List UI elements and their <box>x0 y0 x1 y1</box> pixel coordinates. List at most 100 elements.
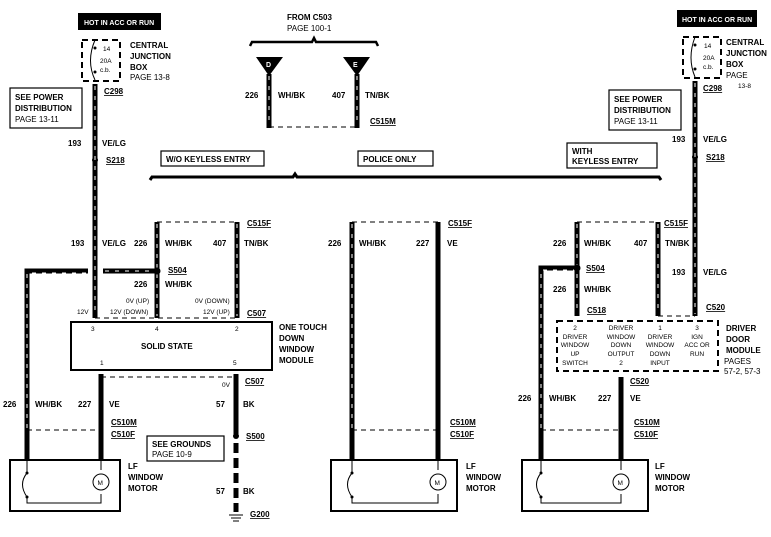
motor-symbol: M <box>435 480 440 487</box>
option-labels: W/O KEYLESS ENTRY POLICE ONLY WITH KEYLE… <box>148 142 663 181</box>
junction-box-label: BOX <box>130 63 148 72</box>
motor-name: MOTOR <box>655 484 685 493</box>
pin-number: 4 <box>155 326 159 333</box>
junction-box-label: JUNCTION <box>726 49 767 58</box>
module-name: MODULE <box>726 346 761 355</box>
wire-circuit: 226 <box>328 239 342 248</box>
wire-color: WH/BK <box>278 91 305 100</box>
switch-icon <box>347 472 353 498</box>
pin-desc: INPUT <box>650 360 670 367</box>
wire-circuit: 407 <box>332 91 346 100</box>
connector-c518: C518 <box>587 306 607 315</box>
fuse-type: c.b. <box>703 64 714 71</box>
module-pin-col-4: 3 IGN ACC OR RUN <box>684 325 710 358</box>
wire-circuit: 226 <box>134 239 148 248</box>
junction-box-label: BOX <box>726 60 744 69</box>
splice-s504: S504 <box>586 264 605 273</box>
connector-c520: C520 <box>706 303 726 312</box>
fuse-type: c.b. <box>100 67 111 74</box>
wire-color: BK <box>243 400 255 409</box>
module-pin-col-3: 1 DRIVER WINDOW DOWN INPUT <box>646 325 675 367</box>
wire-color: WH/BK <box>584 239 611 248</box>
power-note: SEE POWER <box>15 93 64 102</box>
wire-color: VE <box>447 239 458 248</box>
connector-c298: C298 <box>703 84 723 93</box>
connector-c515f: C515F <box>664 219 688 228</box>
fuse-icon <box>90 39 96 81</box>
wire-circuit: 407 <box>213 239 227 248</box>
junction-box-label: CENTRAL <box>130 41 168 50</box>
pin-desc: WINDOW <box>561 342 590 349</box>
power-note: SEE POWER <box>614 95 663 104</box>
wire-color: VE/LG <box>703 135 727 144</box>
wire-color: WH/BK <box>165 239 192 248</box>
motor-name: WINDOW <box>466 473 502 482</box>
pin-desc: DRIVER <box>563 334 588 341</box>
fuse-number: 14 <box>704 43 712 50</box>
wire-circuit: 227 <box>598 394 612 403</box>
ground-icon <box>229 514 243 522</box>
voltage-label: 12V <box>77 309 89 316</box>
pin-desc: OUTPUT <box>608 351 635 358</box>
connector-c515f: C515F <box>247 219 271 228</box>
hot-label: HOT IN ACC OR RUN <box>84 20 154 27</box>
wire-circuit: 407 <box>634 239 648 248</box>
junction-box-label: PAGE <box>726 71 748 80</box>
wire-circuit: 193 <box>68 139 82 148</box>
section-without-keyless: C515F 193 VE/LG 226 WH/BK 407 TN/BK S504… <box>3 84 327 522</box>
option-without-keyless: W/O KEYLESS ENTRY <box>166 155 251 164</box>
module-label: SOLID STATE <box>141 342 193 351</box>
hot-label: HOT IN ACC OR RUN <box>682 17 752 24</box>
wire-circuit: 193 <box>672 135 686 144</box>
wire-color: VE/LG <box>102 239 126 248</box>
ground-g200: G200 <box>250 510 270 519</box>
pin-number: 5 <box>233 360 237 367</box>
switch-icon <box>22 472 28 498</box>
pin-number: 3 <box>695 325 699 332</box>
power-note-box <box>608 89 682 131</box>
power-note: DISTRIBUTION <box>614 106 671 115</box>
wire-circuit: 227 <box>78 400 92 409</box>
wire-color: TN/BK <box>365 91 390 100</box>
option-with-keyless: KEYLESS ENTRY <box>572 157 639 166</box>
module-pin-col-1: 2 DRIVER WINDOW UP SWITCH <box>561 325 590 367</box>
one-touch-module <box>70 321 273 371</box>
pin-number: 3 <box>91 326 95 333</box>
motor-name: WINDOW <box>655 473 691 482</box>
wire-circuit: 226 <box>553 285 567 294</box>
voltage-label: 0V (UP) <box>126 298 149 305</box>
pin-desc: WINDOW <box>646 342 675 349</box>
grounds-note: SEE GROUNDS <box>152 440 212 449</box>
module-name: DOOR <box>726 335 750 344</box>
pin-d-icon <box>256 57 283 76</box>
splice-dot <box>153 267 161 275</box>
option-police-only: POLICE ONLY <box>363 155 417 164</box>
motor-name: WINDOW <box>128 473 164 482</box>
connector-c298: C298 <box>104 87 124 96</box>
pin-desc: 2 <box>619 360 623 367</box>
motor-icon <box>612 473 630 491</box>
grounds-note-page: PAGE 10-9 <box>152 450 192 459</box>
voltage-label: 12V (UP) <box>203 309 230 316</box>
pin-number: 2 <box>235 326 239 333</box>
module-name: DOWN <box>279 334 305 343</box>
power-note-box <box>9 87 83 129</box>
wire-circuit: 226 <box>553 239 567 248</box>
splice-dot <box>233 433 239 439</box>
motor-name: LF <box>466 462 476 471</box>
motor-symbol: M <box>98 480 103 487</box>
wire-color: WH/BK <box>549 394 576 403</box>
module-name: DRIVER <box>726 324 756 333</box>
wire-circuit: 57 <box>216 487 225 496</box>
motor-name: MOTOR <box>128 484 158 493</box>
module-pages: PAGES <box>724 357 751 366</box>
splice-dot <box>573 264 581 272</box>
pin-e: E <box>353 62 358 69</box>
left-power-source: HOT IN ACC OR RUN 14 20A c.b. CENTRAL JU… <box>9 13 171 165</box>
splice-s218: S218 <box>106 156 125 165</box>
wire-color: WH/BK <box>584 285 611 294</box>
hot-label-box <box>677 10 757 27</box>
pin-desc: IGN <box>691 334 703 341</box>
module-pages: 57-2, 57-3 <box>724 367 761 376</box>
